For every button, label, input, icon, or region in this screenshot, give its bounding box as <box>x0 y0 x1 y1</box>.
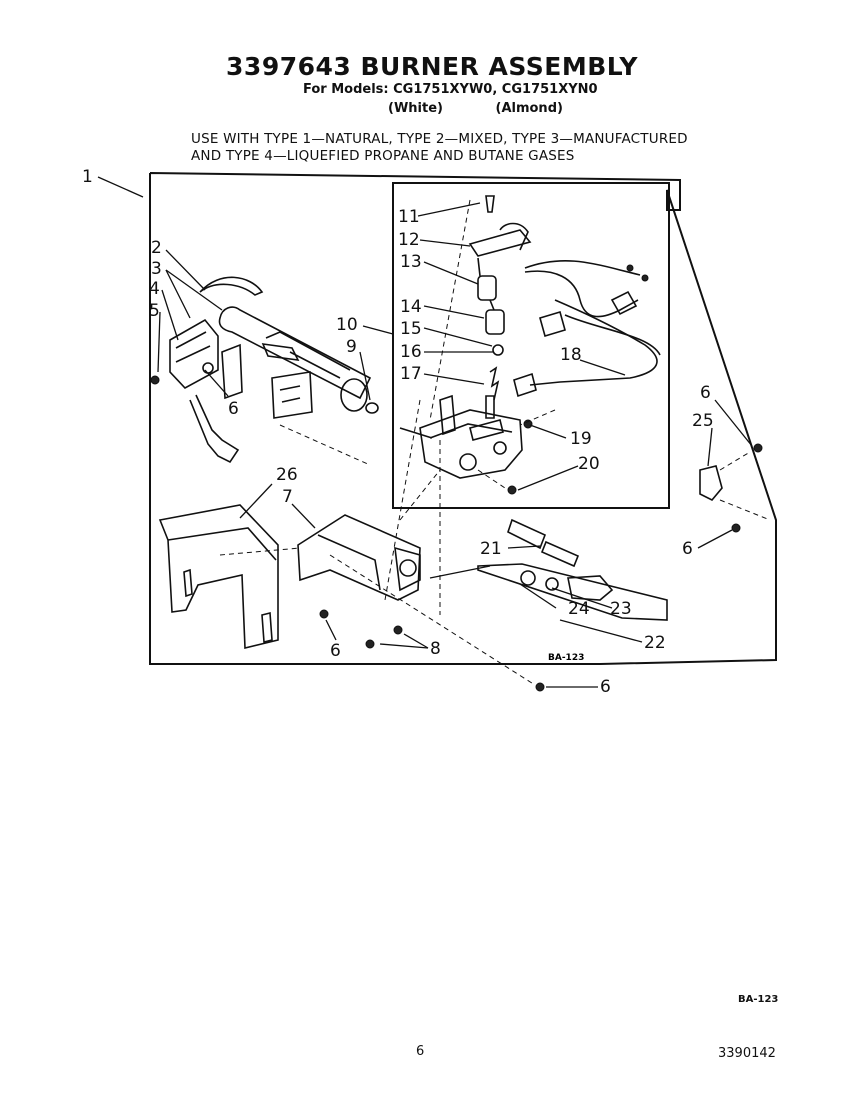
dashed-guide-lines <box>219 199 771 686</box>
callout-20: 20 <box>578 454 600 474</box>
mounting-plate <box>271 371 313 419</box>
callout-14: 14 <box>400 297 422 317</box>
assembly-outline <box>149 172 777 665</box>
callout-13: 13 <box>400 252 422 272</box>
diagram-ref-page: BA-123 <box>738 994 779 1005</box>
document-number: 3390142 <box>718 1046 776 1061</box>
callout-numbers: 1 2 3 4 5 6 6 6 6 6 7 8 9 10 11 12 13 14… <box>82 167 714 697</box>
page-title: 3397643 BURNER ASSEMBLY <box>226 52 638 81</box>
callout-16: 16 <box>400 342 422 362</box>
callout-12: 12 <box>398 230 420 250</box>
color-almond: (Almond) <box>495 101 563 116</box>
callout-10: 10 <box>336 315 358 335</box>
air-shutter-bracket <box>150 318 243 464</box>
orifice-washer <box>365 402 379 414</box>
callout-23: 23 <box>610 599 632 619</box>
flame-sensor-clip <box>699 443 763 533</box>
callout-26: 26 <box>276 465 298 485</box>
diagram-ref-inner: BA-123 <box>548 653 584 663</box>
wiring-harness <box>507 259 661 495</box>
burner-bracket <box>158 504 279 650</box>
callout-8: 8 <box>430 639 441 659</box>
callout-18: 18 <box>560 345 582 365</box>
gas-valve <box>399 394 523 479</box>
burner-tube <box>199 276 372 412</box>
callout-1: 1 <box>82 167 93 187</box>
usage-note: USE WITH TYPE 1—NATURAL, TYPE 2—MIXED, T… <box>191 131 688 165</box>
usage-line-1: USE WITH TYPE 1—NATURAL, TYPE 2—MIXED, T… <box>191 131 688 147</box>
callout-24: 24 <box>568 599 590 619</box>
valve-subassembly-box <box>392 182 670 509</box>
callout-25: 25 <box>692 411 714 431</box>
model-colors: (White) (Almond) <box>388 101 563 116</box>
callout-11: 11 <box>398 207 420 227</box>
usage-line-2: AND TYPE 4—LIQUEFIED PROPANE AND BUTANE … <box>191 148 575 164</box>
callout-21: 21 <box>480 539 502 559</box>
callout-4: 4 <box>149 279 160 299</box>
page-number: 6 <box>416 1044 425 1059</box>
callout-7: 7 <box>282 487 293 507</box>
callout-6-e: 6 <box>600 677 611 697</box>
callout-6-b: 6 <box>700 383 711 403</box>
callout-9: 9 <box>346 337 357 357</box>
callout-3: 3 <box>151 259 162 279</box>
leader-lines <box>97 176 753 688</box>
callout-5: 5 <box>149 301 160 321</box>
callout-19: 19 <box>570 429 592 449</box>
callout-15: 15 <box>400 319 422 339</box>
callout-6-c: 6 <box>682 539 693 559</box>
models-line: For Models: CG1751XYW0, CG1751XYN0 <box>303 82 598 97</box>
solenoid-coils <box>468 195 532 419</box>
callout-17: 17 <box>400 364 422 384</box>
callout-22: 22 <box>644 633 666 653</box>
callout-6-d: 6 <box>330 641 341 661</box>
callout-6-a: 6 <box>228 399 239 419</box>
igniter-bracket <box>297 514 545 692</box>
color-white: (White) <box>388 101 443 116</box>
callout-2: 2 <box>151 238 162 258</box>
